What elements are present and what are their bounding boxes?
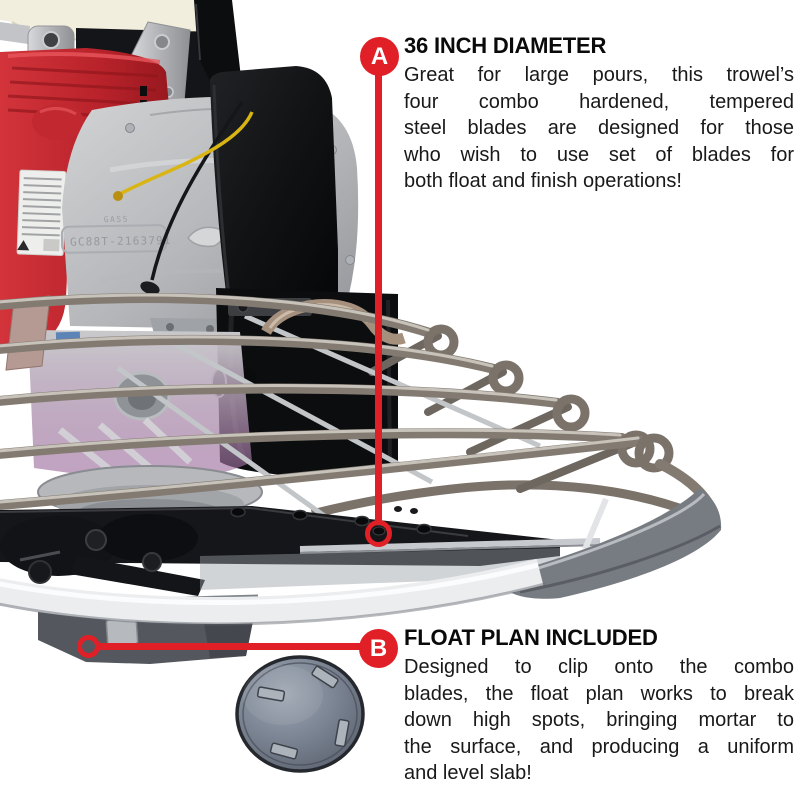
callout-b: FLOAT PLAN INCLUDED Designed to clip ont… <box>404 625 794 787</box>
callout-a-body-line: four combo hardened, tempered <box>404 90 794 113</box>
callout-a-marker-letter: A <box>370 42 389 70</box>
callout-b-target-ring <box>77 635 100 658</box>
callout-a-target-ring <box>365 520 392 547</box>
warning-label <box>16 169 67 256</box>
callout-b-heading: FLOAT PLAN INCLUDED <box>404 625 658 650</box>
callout-b-body-line: the surface, and producing a uniform <box>404 735 794 758</box>
callout-a-marker: A <box>360 37 399 76</box>
float-pan-inset <box>235 655 365 773</box>
pan-clip <box>269 742 299 760</box>
yellow-wire <box>119 111 254 196</box>
svg-text:GC88T-2163791: GC88T-2163791 <box>70 234 172 249</box>
svg-text:GASS: GASS <box>104 215 129 224</box>
callout-b-body-line: down high spots, bringing mortar to <box>404 709 794 731</box>
gearbox-casting <box>28 330 252 482</box>
callout-a-heading: 36 INCH DIAMETER <box>404 33 607 58</box>
belt-cover <box>210 66 338 313</box>
choke-lever-mark <box>140 86 147 96</box>
pan-clip <box>311 665 339 689</box>
callout-b-body: Designed to clip onto the combo blades, … <box>404 654 794 787</box>
callout-a: 36 INCH DIAMETER Great for large pours, … <box>404 33 794 195</box>
callout-b-marker: B <box>359 629 398 668</box>
callout-b-body-line: and level slab! <box>404 762 532 784</box>
callout-b-body-line: Designed to clip onto the combo <box>404 656 794 678</box>
callout-b-leader-line <box>98 643 360 650</box>
callout-b-marker-letter: B <box>369 634 388 662</box>
callout-a-body: Great for large pours, this trowel’s fou… <box>404 62 794 195</box>
handle-post <box>194 0 242 94</box>
engine-wires <box>113 101 254 295</box>
ring-rim <box>0 488 722 626</box>
callout-a-body-line: Great for large pours, this trowel’s <box>404 64 794 86</box>
pan-clip <box>334 718 350 748</box>
callout-a-body-line: who wish to use set of blades for <box>404 143 794 166</box>
callout-b-body-line: blades, the float plan works to break <box>404 682 794 705</box>
pitch-linkage <box>0 514 205 596</box>
pan-clip <box>256 686 286 702</box>
callout-a-leader-line <box>375 72 382 521</box>
rear-rim-flange <box>310 480 720 529</box>
callout-a-body-line: both float and finish operations! <box>404 170 682 192</box>
callout-a-body-line: steel blades are designed for those <box>404 117 794 139</box>
